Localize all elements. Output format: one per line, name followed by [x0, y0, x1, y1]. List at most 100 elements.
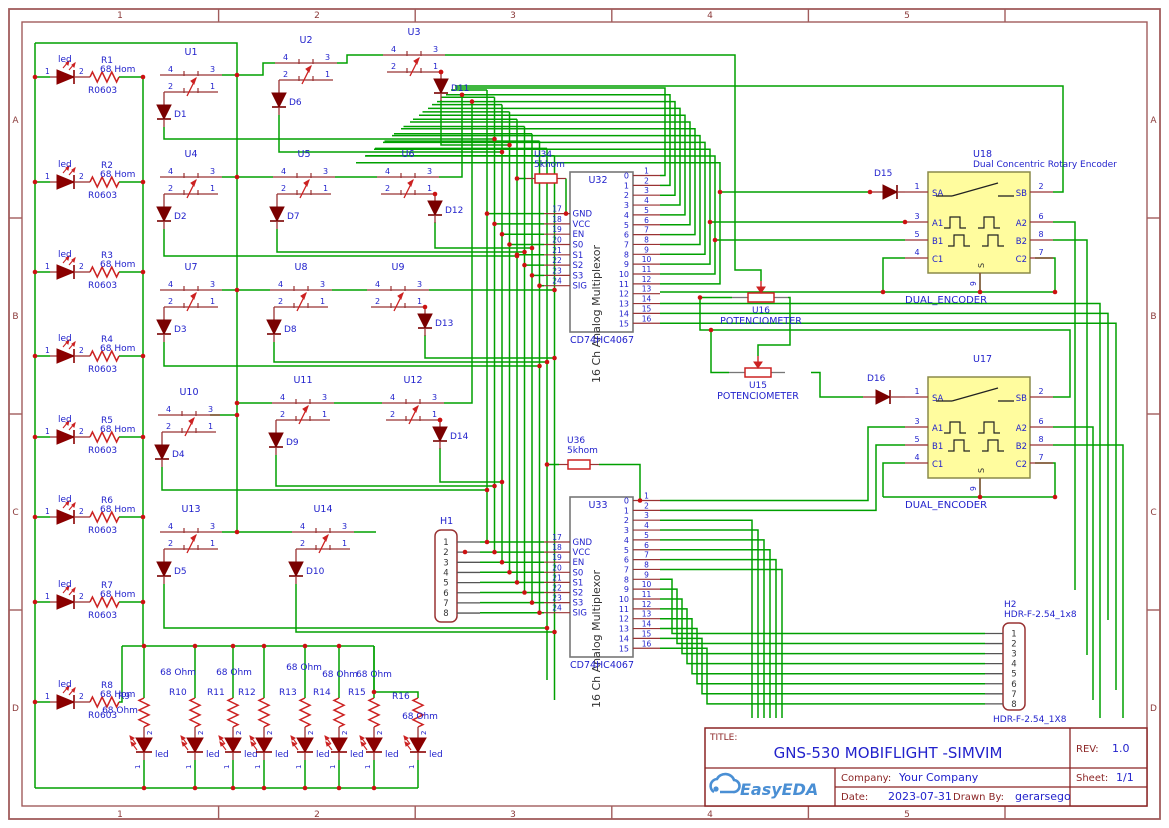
wire[interactable]	[163, 127, 495, 140]
resistor-zigzag[interactable]	[89, 265, 120, 279]
company-value[interactable]: Your Company	[898, 771, 979, 784]
wire[interactable]	[660, 588, 985, 645]
sheet-value[interactable]: 1/1	[1116, 771, 1134, 784]
wire[interactable]	[660, 302, 1101, 719]
wire[interactable]	[445, 54, 762, 281]
wire[interactable]	[434, 222, 532, 249]
wire[interactable]	[424, 335, 555, 359]
wire[interactable]	[1053, 239, 1088, 655]
wire[interactable]	[163, 229, 517, 257]
wire[interactable]	[446, 94, 671, 187]
wire[interactable]	[660, 558, 777, 718]
wire[interactable]	[1053, 426, 1094, 700]
resistor-zigzag[interactable]	[89, 695, 120, 709]
resistor-zigzag[interactable]	[188, 697, 202, 728]
wire[interactable]	[660, 598, 985, 655]
wire[interactable]	[439, 448, 502, 483]
wire[interactable]	[660, 617, 985, 675]
resistor-zigzag[interactable]	[332, 697, 346, 728]
waveform-glyph[interactable]	[978, 216, 1000, 229]
wire[interactable]	[1035, 257, 1056, 292]
waveform-glyph[interactable]	[982, 439, 1004, 452]
wire[interactable]	[1053, 444, 1124, 718]
wire[interactable]	[660, 568, 783, 718]
waveform-glyph[interactable]	[944, 421, 966, 434]
wire[interactable]	[660, 647, 985, 705]
wire[interactable]	[356, 162, 721, 285]
wire[interactable]	[276, 229, 525, 253]
wire[interactable]	[710, 330, 729, 374]
wire[interactable]	[660, 322, 1117, 690]
wire[interactable]	[660, 637, 985, 695]
wire[interactable]	[882, 462, 905, 497]
wire[interactable]	[660, 312, 1109, 620]
resistor-zigzag[interactable]	[89, 430, 120, 444]
wire[interactable]	[337, 54, 383, 64]
wire[interactable]	[660, 627, 985, 685]
resistor-zigzag[interactable]	[298, 697, 312, 728]
wire[interactable]	[163, 584, 547, 629]
wire[interactable]	[401, 128, 696, 236]
waveform-glyph[interactable]	[948, 439, 970, 452]
wire[interactable]	[419, 114, 686, 216]
resistor-zigzag[interactable]	[89, 175, 120, 189]
wire[interactable]	[295, 584, 555, 633]
wire[interactable]	[383, 141, 706, 256]
wire[interactable]	[273, 342, 547, 363]
wire[interactable]	[275, 455, 495, 487]
wire[interactable]	[660, 608, 985, 665]
wire[interactable]	[455, 87, 666, 177]
wire[interactable]	[882, 257, 905, 292]
resistor-zigzag[interactable]	[89, 349, 120, 363]
resistor-zigzag[interactable]	[89, 510, 120, 524]
resistor-zigzag[interactable]	[367, 697, 381, 728]
wire[interactable]	[757, 296, 791, 357]
wire[interactable]	[410, 121, 691, 226]
wire[interactable]	[599, 463, 641, 501]
wire[interactable]	[660, 519, 753, 718]
resistor-zigzag[interactable]	[226, 697, 240, 728]
date-value[interactable]: 2023-07-31	[888, 790, 952, 803]
wire[interactable]	[222, 62, 275, 76]
resistor-zigzag[interactable]	[137, 697, 151, 728]
resistor-zigzag[interactable]	[257, 697, 271, 728]
resistor-zigzag[interactable]	[411, 697, 425, 728]
diode-D15[interactable]: D15	[870, 169, 905, 200]
wire[interactable]	[161, 467, 487, 491]
drawn-by-value[interactable]: gerarsego	[1015, 790, 1071, 803]
wire[interactable]	[660, 578, 985, 635]
wire[interactable]	[35, 42, 238, 532]
resistor-zigzag[interactable]	[89, 70, 120, 84]
